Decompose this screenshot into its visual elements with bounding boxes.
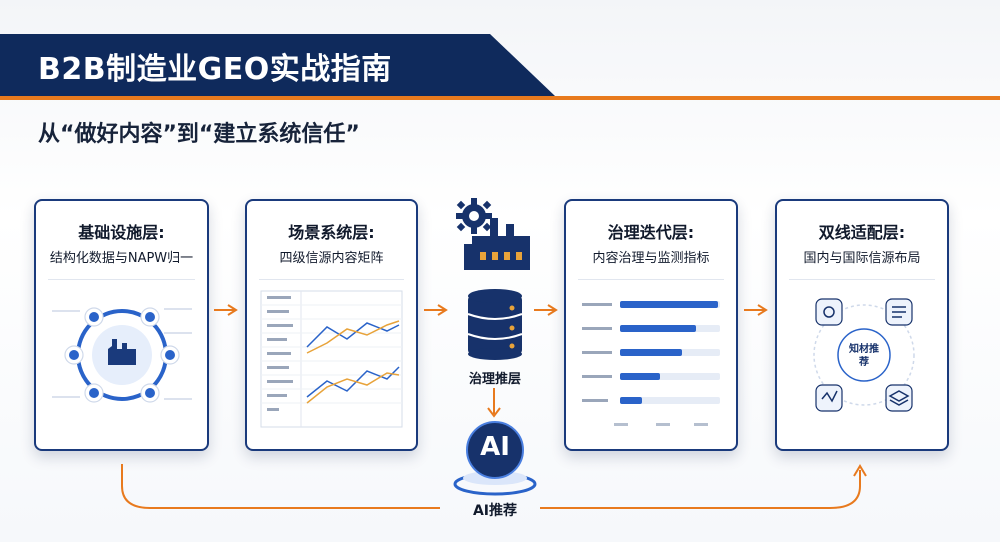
trend-line-orange-2 bbox=[306, 372, 400, 404]
trend-line-orange bbox=[306, 320, 400, 354]
recommendation-diagram bbox=[813, 298, 915, 412]
card-illustration: 知材推荐 bbox=[787, 287, 937, 439]
ai-badge-text: AI bbox=[480, 432, 510, 462]
row-labels bbox=[267, 296, 293, 411]
bar-fill bbox=[620, 373, 660, 380]
card-title: 场景系统层: bbox=[288, 223, 375, 242]
card-infrastructure: 基础设施层: 结构化数据与NAPW归一 bbox=[34, 199, 209, 451]
card-divider bbox=[48, 279, 195, 280]
arrow-right-icon bbox=[214, 304, 238, 316]
arrow-right-icon bbox=[744, 304, 768, 316]
table-frame bbox=[260, 290, 403, 428]
layers-icon bbox=[885, 384, 913, 412]
card-divider bbox=[578, 279, 724, 280]
ai-recommend-label: AI推荐 bbox=[472, 503, 518, 519]
arrow-down-icon bbox=[487, 388, 501, 418]
document-icon bbox=[885, 298, 913, 326]
title-underline bbox=[0, 96, 1000, 100]
governance-label: 治理推层 bbox=[468, 372, 521, 387]
bar-fill bbox=[620, 301, 718, 308]
matrix-table-chart bbox=[260, 290, 403, 428]
satellite-nodes bbox=[64, 307, 180, 403]
placeholder-lines bbox=[52, 308, 192, 400]
card-title: 双线适配层: bbox=[818, 223, 906, 242]
table-rows bbox=[261, 304, 402, 404]
arrow-right-icon bbox=[534, 304, 558, 316]
bar-labels bbox=[582, 303, 612, 402]
card-illustration bbox=[257, 287, 406, 439]
card-subtitle: 结构化数据与NAPW归一 bbox=[49, 251, 194, 266]
center-circle bbox=[837, 328, 891, 382]
gear-factory-icon bbox=[456, 198, 530, 270]
card-illustration bbox=[46, 287, 197, 439]
bar-fill bbox=[620, 349, 682, 356]
page-title: B2B制造业GEO实战指南 bbox=[38, 52, 392, 87]
card-subtitle: 内容治理与监测指标 bbox=[592, 251, 710, 266]
ai-badge: AI bbox=[452, 418, 538, 500]
card-scenario-system: 场景系统层: 四级信源内容矩阵 bbox=[245, 199, 418, 451]
metrics-bar-chart bbox=[582, 301, 720, 426]
trend-line-blue bbox=[306, 322, 400, 348]
card-governance: 治理迭代层: 内容治理与监测指标 bbox=[564, 199, 738, 451]
card-title: 治理迭代层: bbox=[607, 223, 695, 242]
factory-icon bbox=[108, 339, 136, 365]
card-dual-adaptation: 双线适配层: 国内与国际信源布局 bbox=[775, 199, 949, 451]
trend-line-blue-2 bbox=[306, 366, 400, 398]
ai-platform-icon bbox=[453, 421, 537, 496]
feedback-loop-arrow bbox=[121, 464, 867, 509]
chart-doc-icon bbox=[815, 384, 843, 412]
card-title: 基础设施层: bbox=[78, 223, 165, 242]
network-diagram bbox=[52, 307, 192, 403]
bar-track bbox=[620, 397, 720, 404]
card-subtitle: 国内与国际信源布局 bbox=[803, 251, 921, 266]
bar-fill bbox=[620, 397, 642, 404]
database-icon bbox=[467, 289, 523, 360]
title-banner bbox=[0, 34, 555, 96]
settings-doc-icon bbox=[815, 298, 843, 326]
center-recommend-text: 知材推荐 bbox=[849, 344, 879, 368]
card-subtitle: 四级信源内容矩阵 bbox=[279, 251, 384, 266]
page-subtitle: 从“做好内容”到“建立系统信任” bbox=[38, 122, 360, 147]
bars bbox=[620, 301, 720, 404]
card-illustration bbox=[576, 287, 726, 439]
card-divider bbox=[789, 279, 935, 280]
card-divider bbox=[259, 279, 404, 280]
arrow-right-icon bbox=[424, 304, 448, 316]
bar-fill bbox=[620, 325, 696, 332]
axis-ticks bbox=[614, 423, 708, 426]
